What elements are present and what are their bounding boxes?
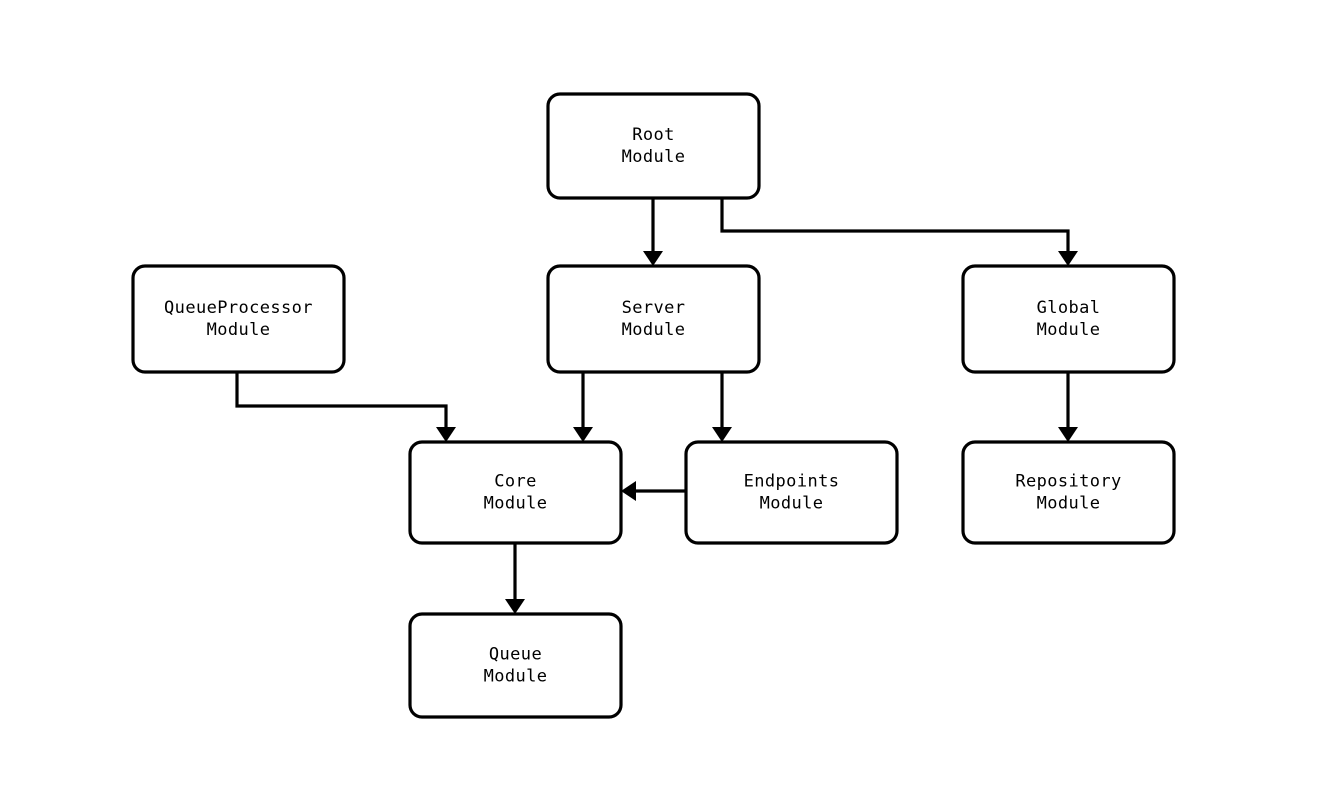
- node-box[interactable]: [684, 440, 899, 545]
- node-box[interactable]: [961, 440, 1176, 545]
- node-box[interactable]: [131, 264, 346, 374]
- node-label-line1: Server: [622, 298, 686, 318]
- edge-arrowhead: [436, 427, 456, 442]
- edge-core-to-queue: [505, 543, 525, 614]
- node-label-line1: Global: [1037, 298, 1101, 318]
- node-label-line2: Module: [207, 320, 271, 340]
- edge-arrowhead: [1058, 427, 1078, 442]
- edge-root-to-server: [643, 198, 663, 266]
- node-label-line2: Module: [1037, 494, 1101, 514]
- edge-arrowhead: [712, 427, 732, 442]
- edge-arrowhead: [643, 251, 663, 266]
- node-label-line1: Root: [632, 125, 675, 145]
- edge-arrowhead: [621, 481, 636, 501]
- edge-server-to-core: [573, 372, 593, 442]
- node-label-line2: Module: [622, 147, 686, 167]
- edge-root-to-global: [720, 198, 1078, 266]
- node-box[interactable]: [546, 264, 761, 374]
- node-label-line1: QueueProcessor: [164, 298, 313, 318]
- node-label-line2: Module: [484, 667, 548, 687]
- node-box[interactable]: [408, 440, 623, 545]
- edge-global-to-repository: [1058, 372, 1078, 442]
- edge-line: [720, 198, 1070, 258]
- node-box[interactable]: [408, 612, 623, 719]
- node-box[interactable]: [961, 264, 1176, 374]
- edge-line: [235, 372, 448, 434]
- edge-arrowhead: [505, 599, 525, 614]
- edge-arrowhead: [573, 427, 593, 442]
- edge-arrowhead: [1058, 251, 1078, 266]
- node-box[interactable]: [546, 92, 761, 200]
- node-label-line1: Repository: [1015, 472, 1121, 492]
- node-label-line2: Module: [484, 494, 548, 514]
- edges-layer: [235, 198, 1078, 614]
- nodes-layer: RootModuleQueueProcessorModuleServerModu…: [131, 92, 1176, 719]
- node-label-line1: Queue: [489, 645, 542, 665]
- node-label-line2: Module: [622, 320, 686, 340]
- edge-endpoints-to-core: [621, 481, 686, 501]
- node-label-line2: Module: [760, 494, 824, 514]
- edge-server-to-endpoints: [712, 372, 732, 442]
- node-label-line2: Module: [1037, 320, 1101, 340]
- edge-queueprocessor-to-core: [235, 372, 456, 442]
- node-label-line1: Core: [494, 472, 537, 492]
- node-label-line1: Endpoints: [744, 472, 840, 492]
